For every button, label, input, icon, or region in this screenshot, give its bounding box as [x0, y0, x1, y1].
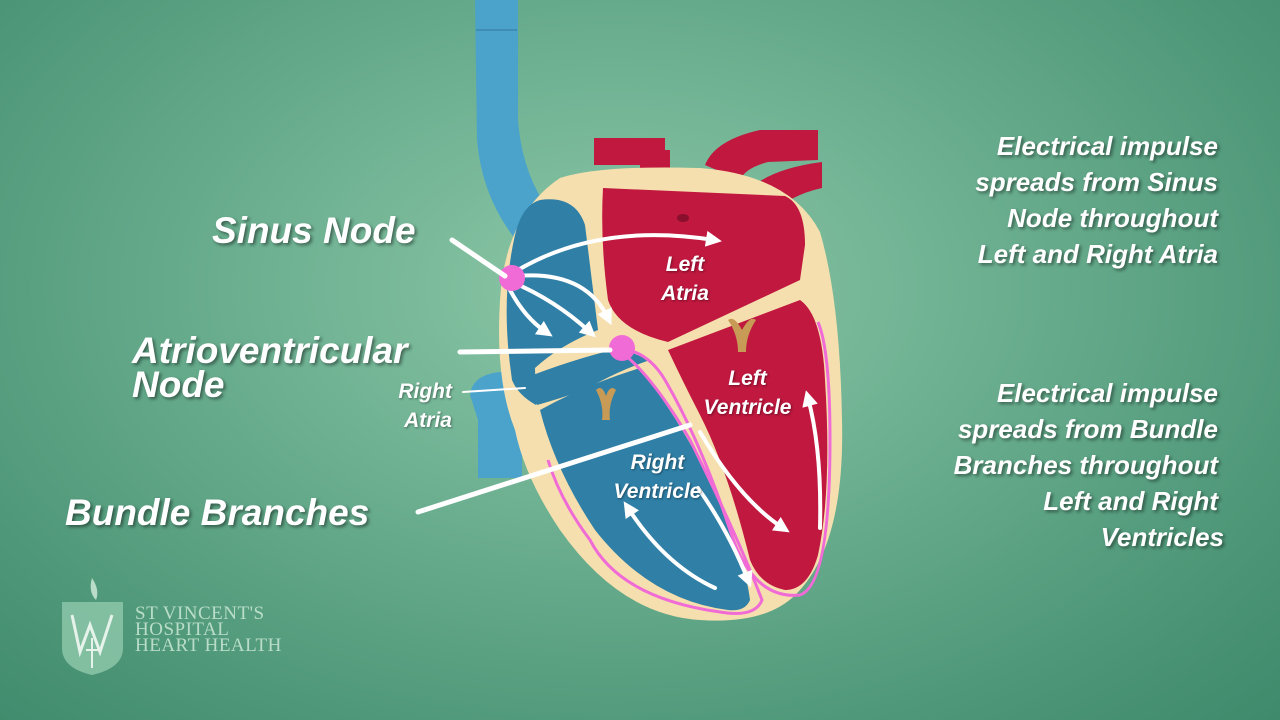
- mitral-valve: [728, 318, 756, 352]
- left-atrium: [602, 188, 805, 342]
- aorta: [705, 130, 818, 180]
- hospital-logo-text: ST VINCENT'S HOSPITAL HEART HEALTH: [135, 603, 282, 656]
- pointer-lines: [415, 237, 693, 515]
- right-ventricle-label: Right Ventricle: [613, 451, 702, 503]
- sinus-node-label: Sinus Node: [212, 210, 416, 251]
- right-ventricle: [540, 368, 750, 611]
- right-atria-label: Right Atria: [398, 380, 452, 432]
- left-bundle-branch: [627, 321, 832, 597]
- ventricles-impulse-note: Electrical impulse spreads from Bundle B…: [953, 378, 1224, 552]
- bundle-branches-label: Bundle Branches: [65, 492, 370, 533]
- superior-vena-cava: [475, 0, 552, 245]
- av-node-dot: [609, 335, 635, 361]
- atria-impulse-note: Electrical impulse spreads from Sinus No…: [975, 131, 1218, 269]
- left-ventricle-label: Left Ventricle: [703, 367, 792, 419]
- tricuspid-valve: [596, 388, 616, 420]
- hospital-logo-icon: [62, 578, 123, 675]
- sinus-node-dot: [499, 265, 525, 291]
- left-atria-label: Left Atria: [661, 253, 709, 305]
- av-node-label: Atrioventricular Node: [132, 330, 408, 405]
